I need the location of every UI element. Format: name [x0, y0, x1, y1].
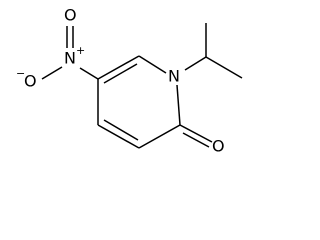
- atom-labels: N + O − O N O: [16, 6, 225, 156]
- bond-c3-c4-double: [103, 119, 139, 141]
- bond-c5-c6: [97, 55, 140, 80]
- bond-c5-c6-double: [103, 63, 138, 84]
- bond-c2-c3: [138, 124, 181, 149]
- nitro-oxygen-left-charge: −: [16, 67, 25, 80]
- bond-n1-ch: [184, 56, 207, 71]
- bond-c3-c4: [97, 124, 140, 149]
- bond-nnitro-oleft: [41, 66, 63, 80]
- carbonyl-oxygen-label: O: [212, 137, 225, 156]
- bond-c2-o: [179, 124, 213, 143]
- chemical-structure: N + O − O N O: [16, 6, 243, 156]
- ring-nitrogen-label: N: [168, 67, 180, 86]
- nitro-nitrogen-charge: +: [76, 44, 85, 57]
- bond-n1-c2: [176, 84, 181, 126]
- bond-c6-n1: [138, 55, 167, 74]
- bond-ch-me-right: [205, 56, 243, 79]
- bond-c2-o-double: [182, 132, 210, 148]
- bond-c5-nnitro: [79, 67, 99, 80]
- bonds: [41, 23, 243, 149]
- nitro-nitrogen-label: N: [64, 49, 76, 68]
- nitro-oxygen-top-label: O: [64, 6, 77, 25]
- nitro-oxygen-left-label: O: [24, 72, 37, 91]
